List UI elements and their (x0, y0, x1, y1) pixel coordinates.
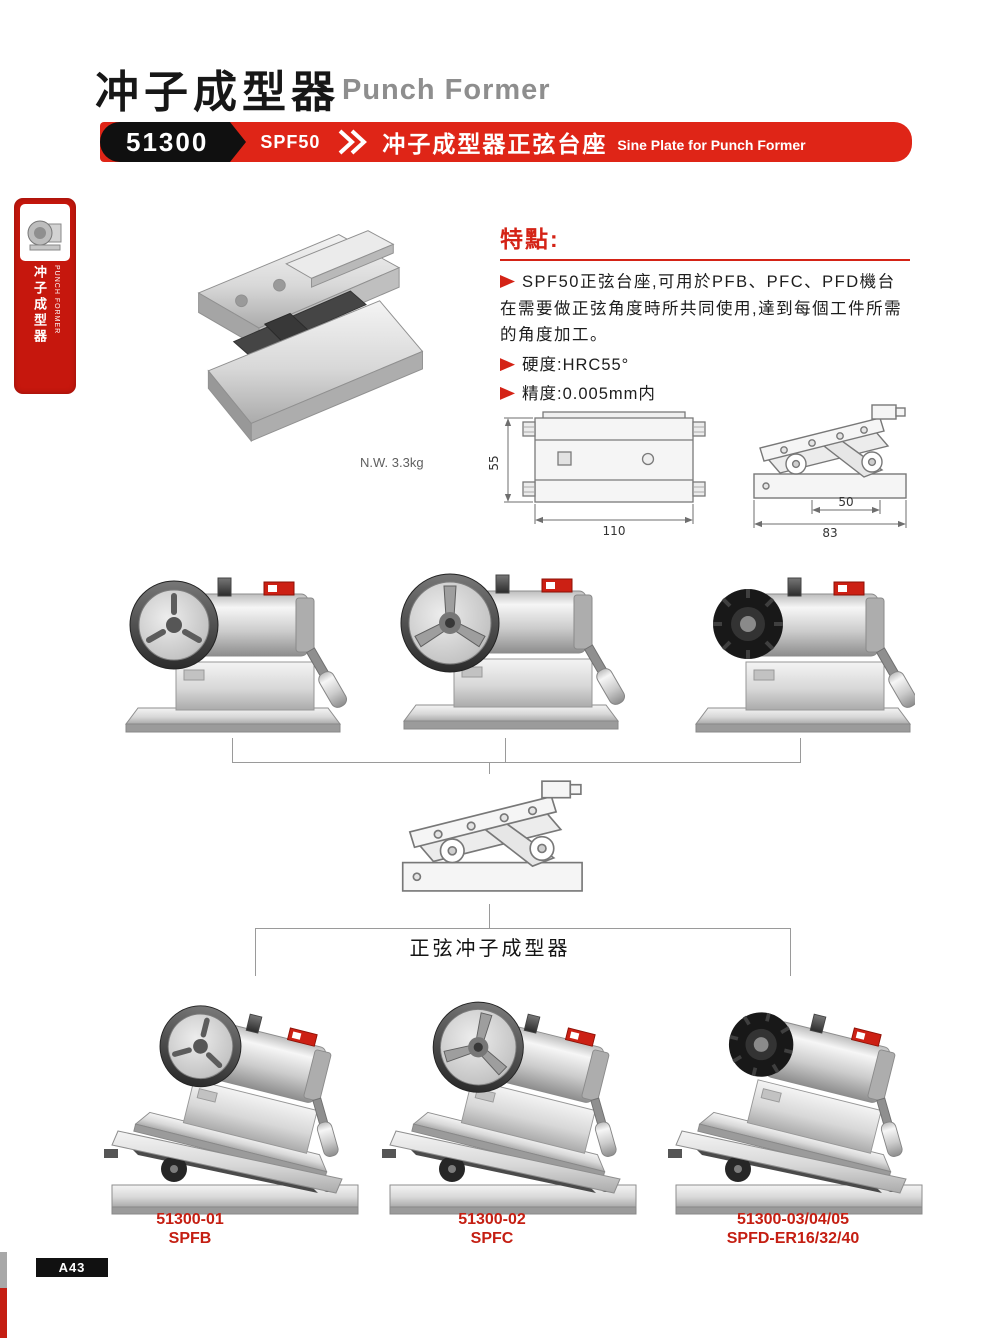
feature-item: 精度:0.005mm内 (500, 382, 910, 407)
photo-spfd-on-sine-plate (668, 993, 928, 1215)
feature-bullet-icon (500, 386, 515, 400)
feature-bullet-icon (500, 358, 515, 372)
connector-line (232, 762, 801, 763)
features-heading: 特點: (500, 226, 560, 252)
feature-text: SPF50正弦台座,可用於PFB、PFC、PFD機台在需要做正弦角度時所共同使用… (500, 273, 903, 345)
banner-pointer-icon (230, 122, 247, 162)
feature-bullet-icon (500, 275, 515, 288)
feature-item: 硬度:HRC55° (500, 353, 910, 378)
category-thumbnail (20, 204, 70, 261)
dim-label-83: 83 (822, 526, 837, 540)
product-label: 51300-01 SPFB (90, 1210, 290, 1248)
page-title-zh: 冲子成型器 (95, 68, 340, 117)
photo-spfc-on-sine-plate (382, 992, 642, 1215)
dim-label-55: 55 (487, 455, 501, 470)
product-code: 51300-03/04/05 (736, 1211, 850, 1228)
category-label-en: PUNCH FORMER (53, 265, 60, 335)
banner-title-en: Sine Plate for Punch Former (617, 137, 806, 153)
features-section: 特點: SPF50正弦台座,可用於PFB、PFC、PFD機台在需要做正弦角度時所… (500, 220, 910, 407)
model-banner: 51300 SPF50 冲子成型器正弦台座 Sine Plate for Pun… (100, 122, 912, 162)
product-code: 51300-02 (458, 1211, 526, 1228)
page-edge-gray-strip (0, 1252, 7, 1288)
feature-text: 精度:0.005mm内 (522, 384, 656, 403)
connector-line (489, 762, 490, 774)
photo-punch-former-plain-chuck (125, 577, 348, 733)
feature-item: SPF50正弦台座,可用於PFB、PFC、PFD機台在需要做正弦角度時所共同使用… (500, 269, 910, 349)
category-label-zh: 冲子成型器 (32, 265, 47, 345)
page-edge-red-strip (0, 1288, 7, 1338)
banner-title-zh: 冲子成型器正弦台座 (382, 131, 608, 157)
page-number: A43 (36, 1258, 108, 1277)
dimension-drawing-front: 55 110 (487, 411, 706, 538)
diagram-sine-plate (401, 780, 583, 892)
hero-photo-sine-plate (197, 230, 424, 443)
photo-punch-former-three-jaw-chuck (400, 573, 628, 730)
dim-label-110: 110 (603, 524, 626, 538)
product-model: SPFD-ER16/32/40 (726, 1230, 860, 1247)
dimension-drawing-side: 50 83 (753, 404, 907, 540)
page-title-en: Punch Former (342, 74, 551, 106)
connector-line (232, 738, 233, 762)
net-weight-caption: N.W. 3.3kg (360, 455, 424, 470)
category-side-tab: 冲子成型器 PUNCH FORMER (14, 198, 76, 394)
photo-punch-former-collet (695, 577, 915, 733)
product-code: 51300-01 (156, 1211, 224, 1228)
model-number: 51300 (100, 122, 231, 162)
connector-line (255, 928, 256, 976)
product-model: SPFB (168, 1230, 212, 1247)
dim-label-50: 50 (838, 495, 853, 509)
connector-line (505, 738, 506, 762)
features-divider (500, 259, 910, 261)
connector-line (255, 928, 790, 929)
product-label: 51300-02 SPFC (392, 1210, 592, 1248)
connector-line (790, 928, 791, 976)
punch-former-thumb-icon (27, 220, 62, 250)
photo-spfb-on-sine-plate (104, 993, 364, 1215)
model-code: SPF50 (260, 131, 321, 152)
product-model: SPFC (470, 1230, 514, 1247)
connector-line (489, 904, 490, 928)
group-label: 正弦冲子成型器 (409, 938, 571, 960)
connector-line (800, 738, 801, 762)
product-label: 51300-03/04/05 SPFD-ER16/32/40 (668, 1210, 918, 1248)
double-chevron-icon (338, 129, 368, 155)
feature-text: 硬度:HRC55° (522, 356, 630, 375)
